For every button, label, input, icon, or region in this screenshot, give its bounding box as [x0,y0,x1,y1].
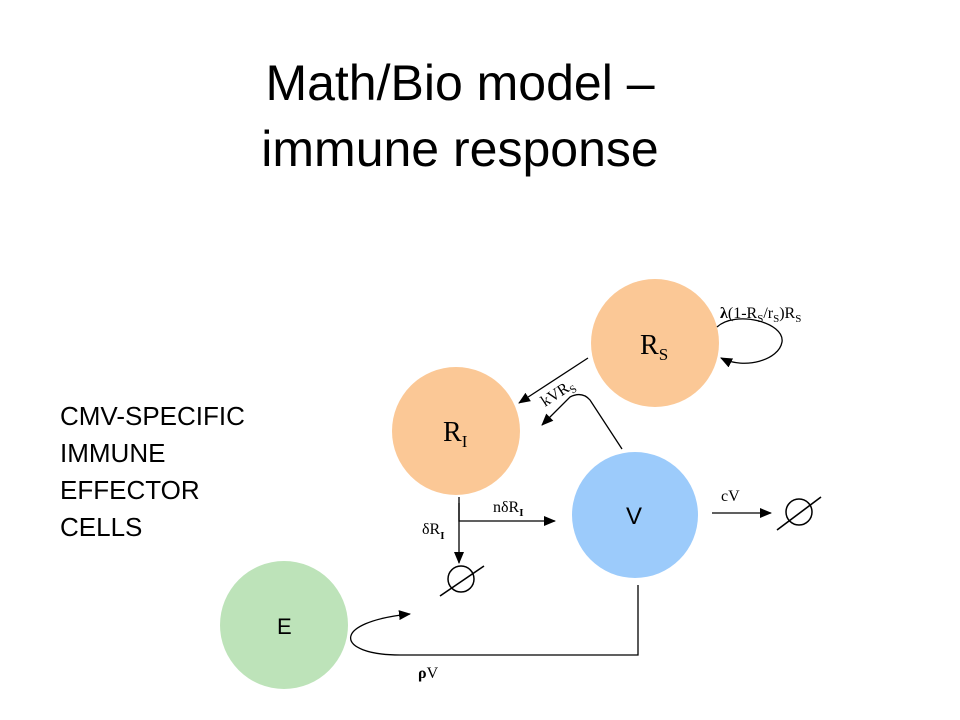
stimulation-label: ρV [418,665,439,682]
infection-arrow [518,357,589,404]
virus-dependence-arrow [541,393,623,450]
node-rs-label: RS [640,330,668,364]
title-line-1: Math/Bio model – [265,55,655,111]
empty-set-icon [776,496,822,531]
node-ri-label: RI [443,417,468,451]
node-v-label: V [626,503,642,530]
clearance-label: cV [721,488,740,505]
side-label-line-1: CMV-SPECIFIC [60,401,245,431]
node-e [220,561,348,689]
stimulation-arrow [349,585,639,656]
side-label-line-4: CELLS [60,512,143,542]
side-label-line-2: IMMUNE [60,438,166,468]
side-label: CMV-SPECIFIC IMMUNE EFFECTOR CELLS [60,398,245,546]
node-v [572,452,698,578]
node-e-label: E [277,614,292,639]
empty-set-icon [439,565,485,597]
side-label-line-3: EFFECTOR [60,475,200,505]
node-rs [591,279,719,407]
burst-arrow [458,503,556,526]
infection-label: kVRS [538,376,579,413]
slide-title: Math/Bio model – immune response [0,50,920,182]
burst-label: nδRI [493,499,524,519]
logistic-label: λ(1-RS/rS)RS [720,305,801,325]
title-line-2: immune response [261,121,659,177]
logistic-loop-arrow [716,318,783,368]
death-label: δRI [422,521,445,542]
node-ri [392,367,520,495]
